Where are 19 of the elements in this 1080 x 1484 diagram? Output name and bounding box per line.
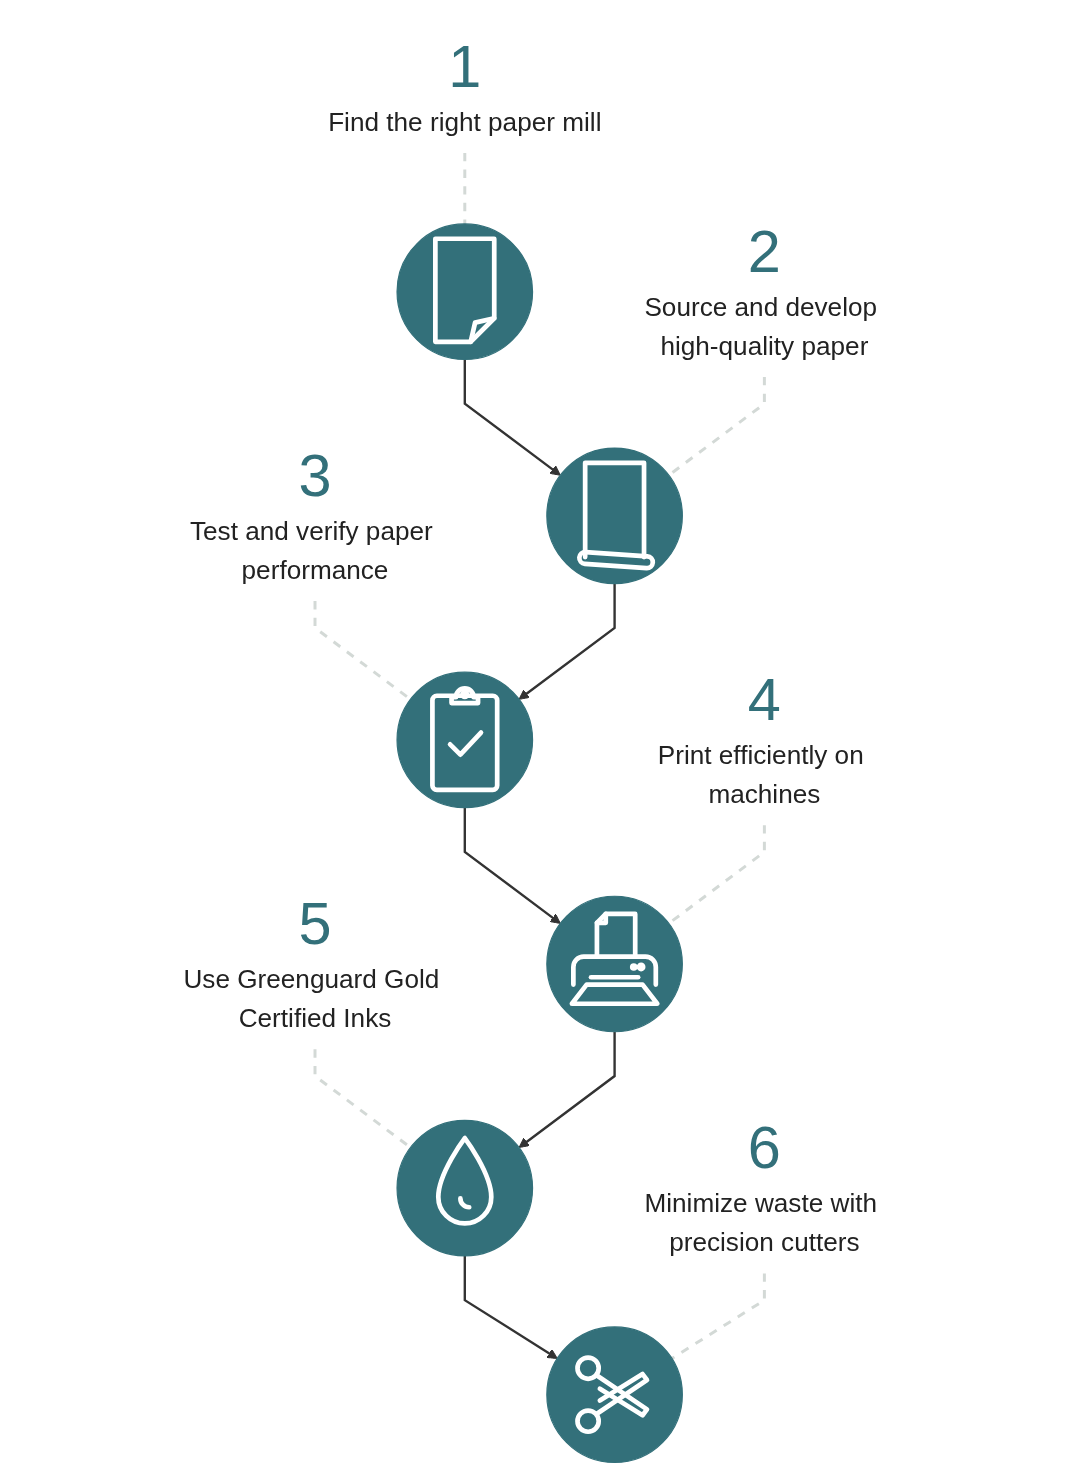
- arrow: [518, 1031, 617, 1148]
- arrow: [463, 1255, 559, 1359]
- node-circle: [546, 895, 684, 1033]
- arrow: [463, 807, 562, 924]
- node-circle: [546, 447, 684, 585]
- connector: [463, 152, 467, 224]
- node-text: 1 Find the right paper mill: [328, 33, 602, 137]
- connector: [671, 1273, 767, 1360]
- node-text: 6 Minimize waste with precision cutters: [644, 1114, 878, 1257]
- node-circle: [396, 223, 534, 361]
- node-text: 2 Source and develop high-quality paper: [644, 218, 878, 361]
- arrow: [518, 583, 617, 700]
- node-text: 4 Print efficiently on machines: [658, 666, 865, 809]
- arrow: [463, 359, 562, 476]
- node-circle: [396, 671, 534, 809]
- node-text: 3 Test and verify paper performance: [190, 442, 434, 585]
- node-circle: [546, 1326, 684, 1464]
- node-text: 5 Use Greenguard Gold Certified Inks: [183, 890, 440, 1033]
- node-circle: [396, 1119, 534, 1257]
